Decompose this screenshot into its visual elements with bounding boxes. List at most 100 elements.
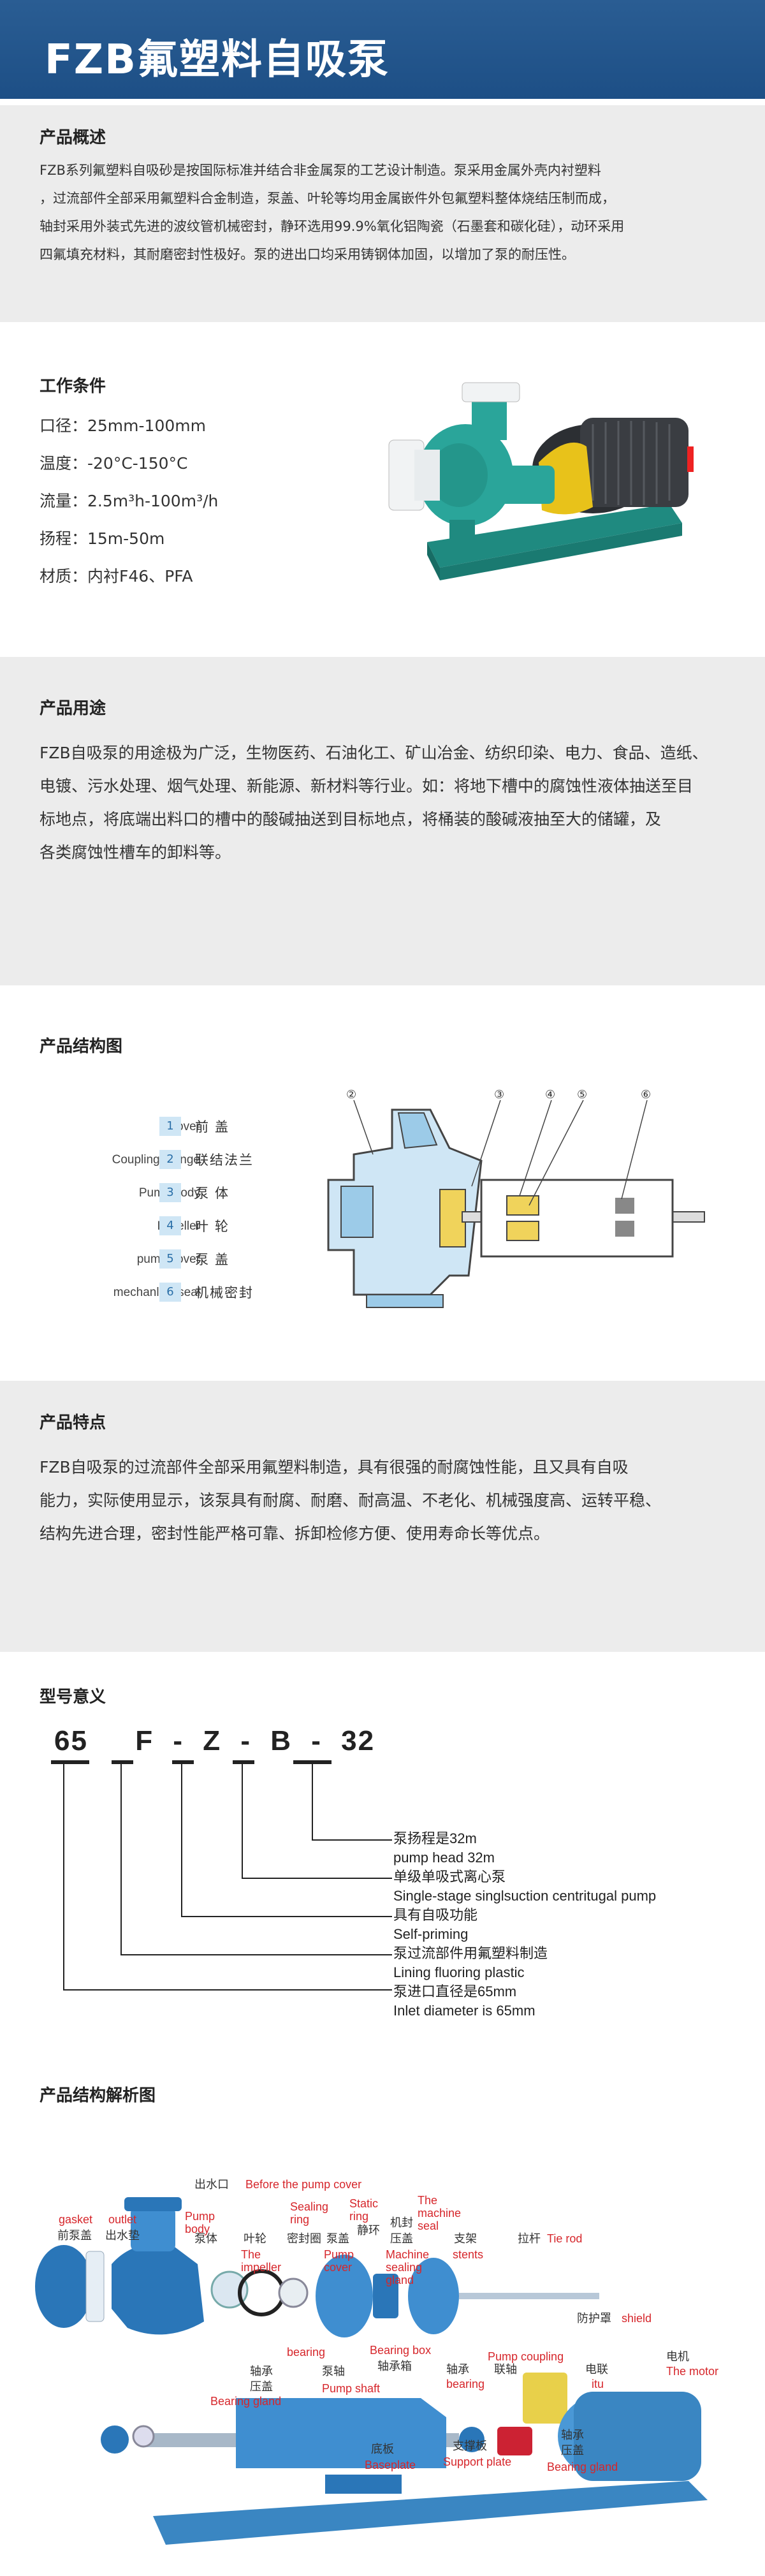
overview-section: 产品概述 FZB系列氟塑料自吸砂是按国际标准并结合非金属泵的工艺设计制造。泵采用…: [0, 105, 765, 322]
label-coupling-cn: 联轴: [494, 2363, 517, 2376]
leader-lines: [353, 1100, 648, 1206]
model-connector-lines: [51, 1760, 392, 1991]
features-heading: 产品特点: [40, 1413, 106, 1432]
label-impeller-cn: 叶轮: [244, 2232, 266, 2245]
label-shield-en: shield: [622, 2312, 652, 2325]
label-tie-rod-cn: 拉杆: [518, 2232, 541, 2245]
usage-line: 电镀、污水处理、烟气处理、新能源、新材料等行业。如：将地下槽中的腐蚀性液体抽送至…: [40, 777, 694, 795]
impeller-part: [210, 2271, 249, 2309]
label-outlet-cn: 出水口: [194, 2178, 229, 2191]
legend-num: 1: [159, 1117, 181, 1136]
label-baseplate-cn: 底板: [371, 2443, 394, 2455]
model-desc-lining-cn: 泵过流部件用氟塑料制造: [393, 1945, 548, 1961]
overview-text: FZB系列氟塑料自吸砂是按国际标准并结合非金属泵的工艺设计制造。泵采用金属外壳内…: [40, 156, 728, 269]
pump-foot: [449, 520, 475, 558]
overview-heading: 产品概述: [40, 128, 106, 147]
model-part-z: Z: [203, 1725, 222, 1756]
label-pump-shaft-cn: 泵轴: [322, 2365, 345, 2378]
legend-cn: 叶轮: [195, 1219, 235, 1234]
page-title: FZB氟塑料自吸泵: [45, 36, 390, 84]
outlet-neck: [472, 395, 507, 440]
legend-row: Cover 1 前盖: [51, 1113, 306, 1141]
usage-line: 标地点，将底端出料口的槽中的酸碱抽送到目标地点，将桶装的酸碱液抽至大的储罐，及: [40, 810, 662, 828]
label-mech-seal-en: The machine seal: [418, 2194, 462, 2232]
mech-seal-part: [373, 2274, 398, 2318]
conditions-section: 工作条件 口径：25mm-100mm 温度：-20°C-150°C 流量：2.5…: [0, 322, 765, 657]
inlet-passage: [340, 1186, 374, 1238]
model-desc-lining-en: Lining fluoring plastic: [393, 1964, 525, 1980]
inlet-pipe: [414, 450, 440, 501]
label-outlet-pad-cn: 出水垫: [105, 2229, 140, 2242]
legend-num: 2: [159, 1150, 181, 1169]
label-sealing-ring-cn: 密封圈: [287, 2232, 321, 2245]
usage-heading: 产品用途: [40, 699, 106, 718]
label-bearing-box-en: Bearing box: [370, 2344, 432, 2357]
usage-text: FZB自吸泵的用途极为广泛，生物医药、石油化工、矿山冶金、纺织印染、电力、食品、…: [40, 737, 728, 869]
condition-caliber: 口径：25mm-100mm: [40, 416, 206, 435]
model-desc-inlet-en: Inlet diameter is 65mm: [393, 2003, 536, 2019]
outlet-nozzle-part: [131, 2207, 175, 2251]
model-part-b: B: [270, 1725, 292, 1756]
pump-base-side: [427, 542, 440, 580]
cross-section-diagram: ② ③ ④ ⑤ ⑥: [316, 1084, 717, 1333]
legend-cn: 泵盖: [195, 1252, 235, 1267]
overview-line: FZB系列氟塑料自吸砂是按国际标准并结合非金属泵的工艺设计制造。泵采用金属外壳内…: [40, 163, 601, 178]
label-bearing-en: bearing: [287, 2346, 326, 2359]
casing-section: [327, 1108, 483, 1296]
label-coupling-en: Pump coupling: [488, 2350, 564, 2363]
label-front-cover-cn: 前泵盖: [57, 2229, 92, 2242]
callout-4: ④: [545, 1088, 555, 1101]
pump-base-front: [440, 523, 682, 580]
exploded-heading: 产品结构解析图: [40, 2086, 156, 2105]
label-motor-en2: itu: [592, 2378, 604, 2390]
model-desc-head-en: pump head 32m: [393, 1850, 495, 1866]
label-gasket: gasket: [59, 2213, 93, 2226]
condition-flow: 流量：2.5m³h-100m³/h: [40, 492, 219, 510]
mech-seal-section: [506, 1195, 539, 1216]
model-desc-stage-cn: 单级单吸式离心泵: [393, 1869, 506, 1885]
motor-fins: [592, 421, 671, 505]
model-part-f: F: [135, 1725, 154, 1756]
label-shield-cn: 防护罩: [577, 2312, 611, 2325]
label-pump-body-cn: 泵体: [194, 2232, 217, 2245]
features-section: 产品特点 FZB自吸泵的过流部件全部采用氟塑料制造，具有很强的耐腐蚀性能，且又具…: [0, 1381, 765, 1652]
bearing-box-part: [236, 2398, 446, 2468]
bearing-housing: [480, 1179, 674, 1258]
bracket-part: [408, 2258, 459, 2334]
pump-body-part: [112, 2244, 204, 2335]
callout-5: ⑤: [577, 1088, 587, 1101]
callout-3: ③: [494, 1088, 504, 1101]
legend-row: Impeller 4 叶轮: [51, 1212, 306, 1240]
label-static-ring-cn: 静环: [357, 2224, 380, 2237]
label-motor-en: The motor: [666, 2365, 719, 2378]
model-part-32: 32: [341, 1725, 375, 1756]
label-stents: stents: [453, 2248, 484, 2261]
label-bracket-cn: 支架: [454, 2232, 477, 2245]
conditions-heading: 工作条件: [40, 377, 106, 396]
tie-rod-part: [459, 2293, 599, 2299]
label-pump-cover-cn: 泵盖: [326, 2232, 349, 2245]
label-bearing-gland-cn: 压盖: [250, 2380, 273, 2393]
legend-cn: 泵体: [195, 1186, 235, 1201]
label-sealing-ring-en: Sealing ring: [290, 2200, 329, 2226]
usage-line: FZB自吸泵的用途极为广泛，生物医药、石油化工、矿山冶金、纺织印染、电力、食品、…: [40, 744, 708, 762]
overview-line: ，过流部件全部采用氟塑料合金制造，泵盖、叶轮等均用金属嵌件外包氟塑料整体烧结压制…: [40, 191, 615, 206]
callout-6: ⑥: [641, 1088, 651, 1101]
model-desc-inlet-cn: 泵进口直径是65mm: [393, 1984, 517, 1999]
pump-base: [427, 504, 682, 568]
pump-casing-inner: [430, 443, 488, 507]
legend-row: Coupling fbunge 2 联结法兰: [51, 1146, 306, 1174]
label-seal-gland-cn: 压盖: [390, 2232, 413, 2245]
overview-line: 轴封采用外装式先进的波纹管机械密封，静环选用99.9%氧化铝陶瓷（石墨套和碳化硅…: [40, 219, 625, 234]
legend-row: pump cover 5 泵盖: [51, 1246, 306, 1274]
legend-row: Pump body 3 泵体: [51, 1179, 306, 1207]
features-line: FZB自吸泵的过流部件全部采用氟塑料制造，具有很强的耐腐蚀性能，且又具有自吸: [40, 1458, 629, 1476]
label-machine-sealing-gland: Machine sealing gland: [386, 2248, 430, 2286]
shield-part: [523, 2373, 567, 2424]
header-banner: FZB氟塑料自吸泵: [0, 0, 765, 99]
label-bearing3-gland-cn: 压盖: [561, 2444, 584, 2457]
legend-cn: 联结法兰: [195, 1152, 254, 1168]
label-support-plate-en: Support plate: [443, 2455, 512, 2468]
label-pump-shaft-en: Pump shaft: [322, 2382, 381, 2395]
gasket-part: [85, 2251, 105, 2322]
